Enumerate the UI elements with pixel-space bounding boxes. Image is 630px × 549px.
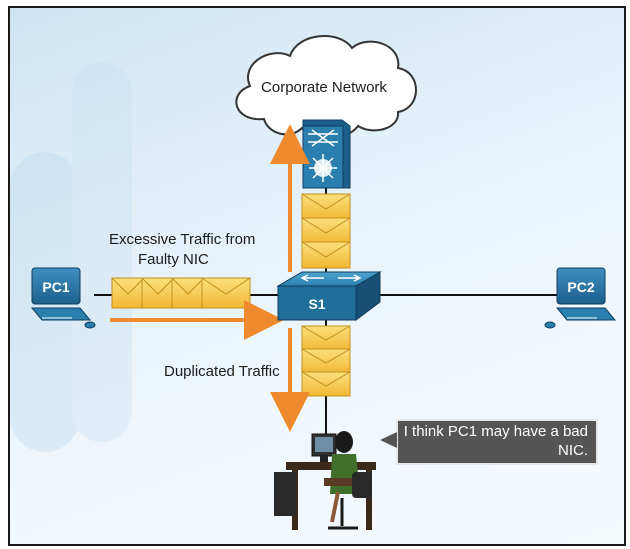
router-device [302, 119, 351, 189]
background-shapes [10, 62, 132, 452]
envelopes-horizontal [111, 277, 251, 309]
switch-label: S1 [308, 296, 325, 312]
cloud-label: Corporate Network [261, 79, 387, 96]
pc2-label: PC2 [567, 279, 594, 295]
user-at-desk-icon [274, 431, 376, 530]
device-labels: PC1 PC2 S1 [42, 279, 594, 312]
envelopes-lower [301, 325, 351, 397]
diagram-graphics: PC1 PC2 S1 Corporate Network [10, 35, 617, 530]
speech-bubble-line2: NIC. [558, 442, 588, 459]
diagram-frame: PC1 PC2 S1 Corporate Network Excessive T… [8, 6, 626, 546]
pc1-label: PC1 [42, 279, 69, 295]
envelopes-upper [301, 193, 351, 269]
traffic-arrows [110, 124, 310, 432]
pc1-icon [30, 267, 96, 329]
speech-bubble-line1: I think PC1 may have a bad [403, 423, 588, 440]
speech-bubble [380, 419, 598, 465]
label-duplicated: Duplicated Traffic [164, 363, 280, 380]
pc2-icon [544, 267, 617, 329]
label-excessive-line2: Faulty NIC [138, 251, 209, 268]
label-excessive-line1: Excessive Traffic from [109, 231, 256, 248]
switch-icon [276, 271, 382, 321]
